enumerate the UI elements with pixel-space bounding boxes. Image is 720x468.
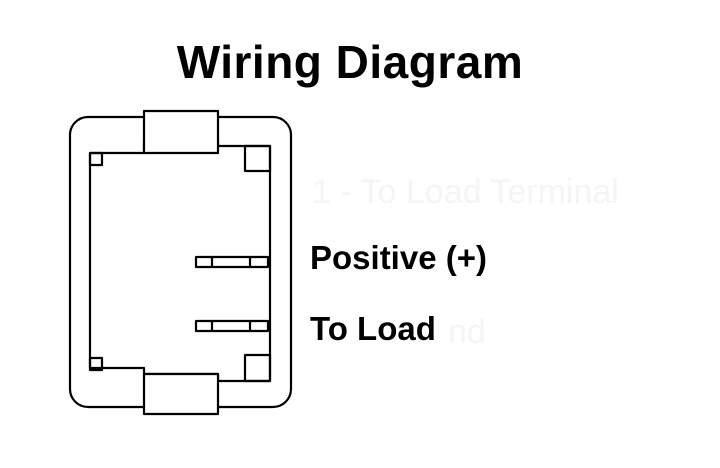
corner-mark-bottom-left [88,356,104,372]
pin-label-to-load: To Load [310,310,436,347]
faint-background-text: 1 - To Load Terminal [312,173,619,211]
terminal-pin-to-load [194,319,270,333]
diagram-title: Wiring Diagram [176,36,524,88]
terminal-pin-positive [194,255,270,269]
switch-bottom-tab [142,372,220,416]
switch-top-tab [142,109,220,155]
corner-mark-top-left [88,151,104,167]
corner-mark-bottom-right [243,353,272,383]
corner-mark-top-right [243,144,272,173]
faint-background-text-fragment: nd [448,313,486,351]
pin-label-positive: Positive (+) [310,239,487,276]
